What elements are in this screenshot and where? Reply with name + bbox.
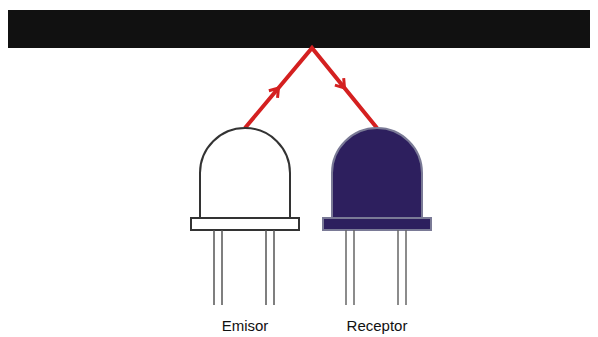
led-flange [323, 218, 431, 230]
led-lead [221, 230, 223, 305]
arrowhead [269, 88, 279, 98]
led-lead [405, 230, 407, 305]
component-label: Receptor [319, 317, 435, 335]
led-flange [191, 218, 299, 230]
light-ray-path [245, 48, 377, 128]
led-lead [273, 230, 275, 305]
led-lead [397, 230, 399, 305]
reflective-surface [8, 10, 590, 48]
light-ray [245, 48, 377, 128]
led-outline [319, 120, 435, 335]
led-outline [187, 120, 303, 335]
led-lead [345, 230, 347, 305]
arrowhead [335, 78, 345, 88]
led-lead [213, 230, 215, 305]
led-dome [200, 128, 290, 218]
led-emitter: Emisor [187, 120, 303, 335]
led-receptor: Receptor [319, 120, 435, 335]
component-label: Emisor [187, 317, 303, 335]
led-lead [353, 230, 355, 305]
led-lead [265, 230, 267, 305]
led-dome [332, 128, 422, 218]
